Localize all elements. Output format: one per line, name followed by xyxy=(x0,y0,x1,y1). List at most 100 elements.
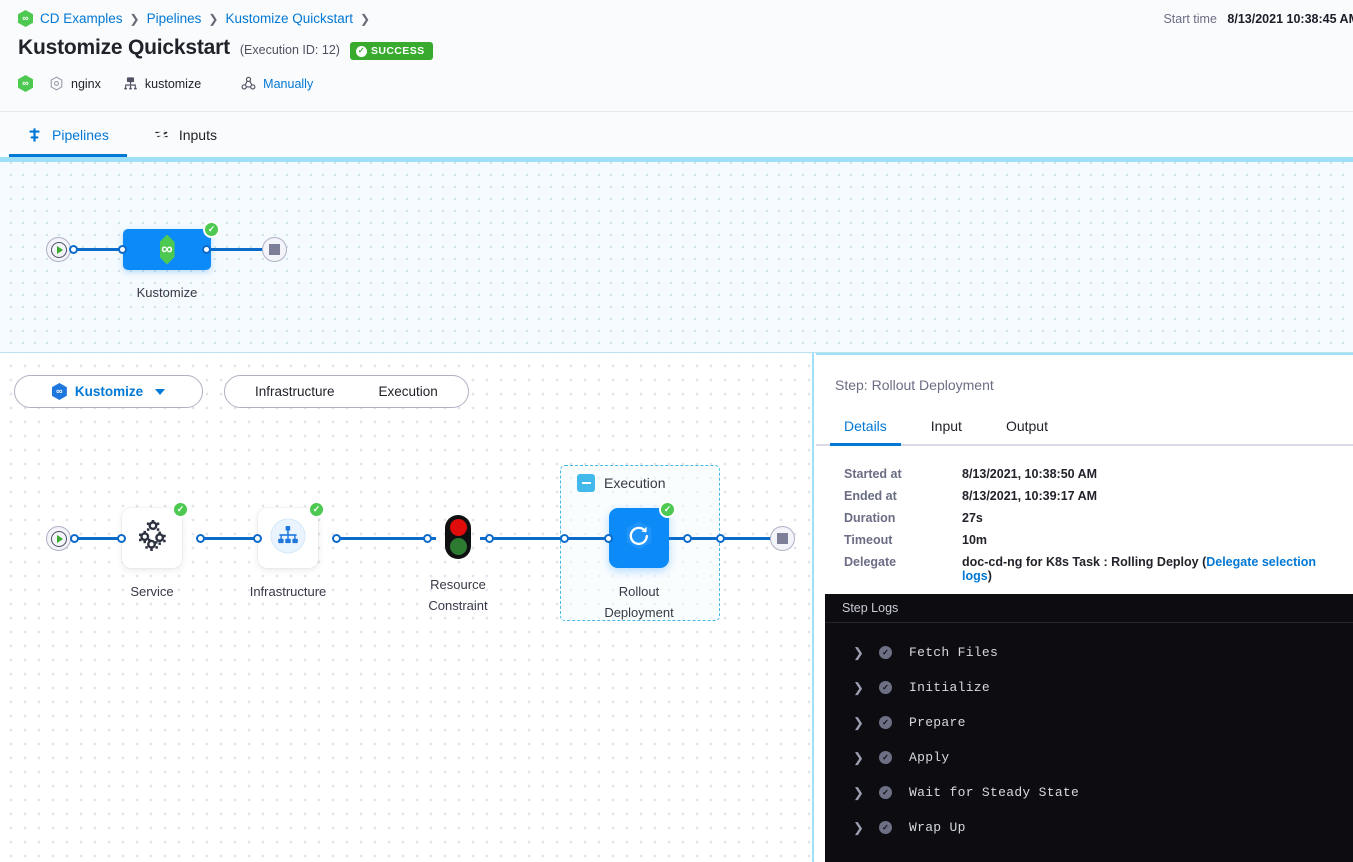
tab-execution[interactable]: Execution xyxy=(378,384,438,399)
log-row-label: Prepare xyxy=(909,715,966,730)
chevron-right-icon[interactable]: ❯ xyxy=(853,819,864,835)
step-details-tabs: Details Input Output xyxy=(816,410,1353,446)
detail-key-delegate: Delegate xyxy=(844,555,897,569)
stage-selector-dropdown[interactable]: ∞ Kustomize xyxy=(14,375,203,408)
port-service-out xyxy=(196,534,205,543)
status-success-icon: ✓ xyxy=(879,786,892,799)
tab-inputs-label: Inputs xyxy=(178,127,217,143)
minus-icon[interactable] xyxy=(577,474,595,492)
start-node[interactable] xyxy=(46,526,71,551)
chevron-right-icon[interactable]: ❯ xyxy=(853,679,864,695)
step-node-resource-constraint[interactable] xyxy=(445,515,471,559)
detail-key-duration: Duration xyxy=(844,511,896,525)
pipeline-icon xyxy=(27,128,42,143)
status-badge: ✓ SUCCESS xyxy=(349,42,433,60)
port-group-in xyxy=(560,534,569,543)
status-success-icon: ✓ xyxy=(879,716,892,729)
main-tabbar: Pipelines Inputs xyxy=(0,112,1353,157)
detail-key-timeout: Timeout xyxy=(844,533,893,547)
start-node[interactable] xyxy=(46,237,71,262)
tab-input[interactable]: Input xyxy=(930,418,962,434)
status-success-icon: ✓ xyxy=(879,751,892,764)
stage-selector-label: Kustomize xyxy=(74,384,144,399)
chevron-right-icon[interactable]: ❯ xyxy=(853,714,864,730)
detail-value-ended-at: 8/13/2021, 10:39:17 AM xyxy=(962,489,1098,503)
log-row-label: Apply xyxy=(909,750,950,765)
harness-hex-icon: ∞ xyxy=(18,75,33,92)
chevron-right-icon[interactable]: ❯ xyxy=(853,749,864,765)
chevron-down-icon xyxy=(155,388,166,395)
step-node-rollout-deployment-label: Rollout Deployment xyxy=(604,584,674,621)
log-row[interactable]: ❯ ✓ Prepare xyxy=(825,705,1353,740)
delegate-selection-logs-link[interactable]: Delegate selection logs xyxy=(962,555,1316,583)
port-resource-constraint-in xyxy=(423,534,432,543)
edge-resource-constraint-to-execution xyxy=(480,537,613,540)
log-row-label: Wrap Up xyxy=(909,820,966,835)
execution-group-label: Execution xyxy=(604,475,666,491)
step-details-title: Step: Rollout Deployment xyxy=(835,377,994,393)
breadcrumb-separator-icon: ❯ xyxy=(129,11,140,26)
detail-value-timeout: 10m xyxy=(962,533,988,547)
breadcrumb-item-pipelines[interactable]: Pipelines xyxy=(146,11,202,26)
port-infrastructure-out xyxy=(332,534,341,543)
chevron-right-icon[interactable]: ❯ xyxy=(853,644,864,660)
edge-start-to-kustomize xyxy=(76,248,126,251)
breadcrumb: ∞ CD Examples ❯ Pipelines ❯ Kustomize Qu… xyxy=(18,10,370,27)
step-logs-title: Step Logs xyxy=(825,594,1353,623)
breadcrumb-separator-icon: ❯ xyxy=(208,11,219,26)
port-group-out xyxy=(716,534,725,543)
edge-service-to-infrastructure xyxy=(200,537,262,540)
port-kustomize-out xyxy=(202,245,211,254)
tab-details[interactable]: Details xyxy=(830,418,901,446)
edge-kustomize-to-end xyxy=(206,248,264,251)
status-success-icon: ✓ xyxy=(308,501,325,518)
status-success-icon: ✓ xyxy=(879,821,892,834)
meta-item-trigger[interactable]: Manually xyxy=(241,76,313,91)
trigger-icon xyxy=(241,76,256,91)
pipeline-overview-canvas[interactable]: ∞ ✓ Kustomize xyxy=(0,157,1353,353)
breadcrumb-item-cd-examples[interactable]: CD Examples xyxy=(40,11,123,26)
detail-value-started-at: 8/13/2021, 10:38:50 AM xyxy=(962,467,1098,481)
port-resource-constraint-out xyxy=(485,534,494,543)
meta-service-label: nginx xyxy=(71,76,101,91)
step-details-grid: Started at 8/13/2021, 10:38:50 AM Ended … xyxy=(844,467,1343,583)
breadcrumb-separator-icon: ❯ xyxy=(360,11,371,26)
tab-inputs[interactable]: Inputs xyxy=(136,127,235,157)
stage-execution-canvas[interactable]: Execution xyxy=(0,353,814,862)
harness-hex-icon: ∞ xyxy=(159,234,175,265)
step-details-panel: Step: Rollout Deployment Details Input O… xyxy=(816,353,1353,862)
step-node-service[interactable]: ✓ xyxy=(122,501,189,568)
log-row[interactable]: ❯ ✓ Fetch Files xyxy=(825,635,1353,670)
log-row[interactable]: ❯ ✓ Wait for Steady State xyxy=(825,775,1353,810)
log-row[interactable]: ❯ ✓ Wrap Up xyxy=(825,810,1353,845)
port-kustomize-in xyxy=(118,245,127,254)
stop-node[interactable] xyxy=(770,526,795,551)
service-hexagon-icon xyxy=(49,76,64,91)
log-row[interactable]: ❯ ✓ Apply xyxy=(825,740,1353,775)
chevron-right-icon[interactable]: ❯ xyxy=(853,784,864,800)
execution-meta-row: ∞ nginx kustomize Manually xyxy=(18,75,335,92)
stop-node[interactable] xyxy=(262,237,287,262)
traffic-light-icon xyxy=(445,515,471,559)
step-node-rollout-deployment[interactable]: ✓ xyxy=(609,501,676,568)
start-time-value: 8/13/2021 10:38:45 AM xyxy=(1227,12,1353,26)
status-success-icon: ✓ xyxy=(203,221,220,238)
tab-output[interactable]: Output xyxy=(1005,418,1048,434)
step-node-resource-constraint-label: Resource Constraint xyxy=(428,577,488,614)
stage-selector-row: ∞ Kustomize Infrastructure Execution xyxy=(14,375,469,408)
log-row[interactable]: ❯ ✓ Initialize xyxy=(825,670,1353,705)
meta-item-service: nginx xyxy=(49,76,101,91)
port-rollout-out xyxy=(683,534,692,543)
page-title: Kustomize Quickstart xyxy=(18,36,230,59)
stage-node-kustomize[interactable]: ∞ ✓ xyxy=(123,221,220,270)
step-node-infrastructure[interactable]: ✓ xyxy=(258,501,325,568)
step-node-service-label: Service xyxy=(130,584,174,599)
breadcrumb-item-kustomize-quickstart[interactable]: Kustomize Quickstart xyxy=(225,11,353,26)
meta-trigger-label: Manually xyxy=(263,76,314,91)
tab-pipelines[interactable]: Pipelines xyxy=(9,127,127,157)
meta-environment-label: kustomize xyxy=(144,76,202,91)
tab-infrastructure[interactable]: Infrastructure xyxy=(255,384,335,399)
port-service-in xyxy=(117,534,126,543)
execution-group-header[interactable]: Execution xyxy=(577,474,665,492)
status-success-icon: ✓ xyxy=(879,646,892,659)
